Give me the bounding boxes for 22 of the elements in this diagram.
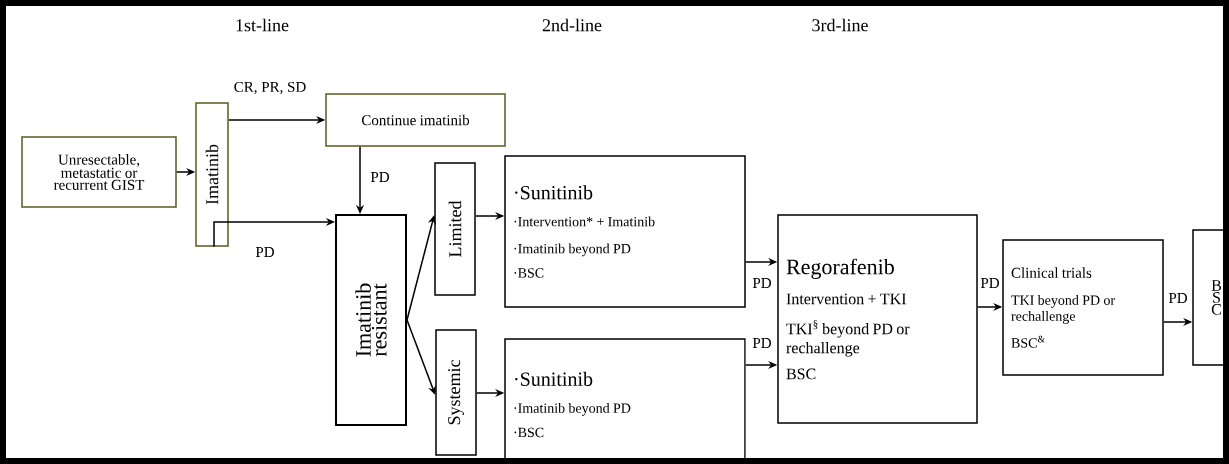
treatment-box: Clinical trials TKI beyond PD or rechallenge BSC$^{&}$ xyxy=(1002,239,1164,376)
category-box: Limited xyxy=(434,162,476,296)
column-heading: 2nd-line xyxy=(542,18,602,32)
status-box: Imatinib resistant xyxy=(335,214,407,426)
edge-label: PD xyxy=(751,277,773,289)
edge-label: PD xyxy=(254,246,276,258)
edge-label: PD xyxy=(751,337,773,349)
therapy-box: Imatinib xyxy=(195,102,229,247)
start-box: Unresectable, metastatic or recurrent GIST xyxy=(21,136,177,208)
treatment-box: Regorafenib Intervention + TKI TKI$^{§}$ beyond PD or rechallenge BSC xyxy=(777,214,978,424)
treatment-box: ·Sunitinib ·Intervention* + Imatinib ·Imatinib beyond PD ·BSC xyxy=(504,155,746,308)
edge-label: PD xyxy=(1167,292,1189,304)
edge-label: PD xyxy=(369,171,391,183)
category-box: Systemic xyxy=(435,329,477,456)
care-box: B S C xyxy=(1192,229,1229,366)
edge-label: CR, PR, SD xyxy=(232,80,308,96)
treatment-box: ·Sunitinib ·Imatinib beyond PD ·BSC xyxy=(504,338,746,464)
column-heading: 1st-line xyxy=(236,18,289,32)
process-box: Continue imatinib xyxy=(325,93,506,147)
column-heading: 3rd-line xyxy=(812,18,868,32)
edge-label: PD xyxy=(979,277,1001,289)
arrow xyxy=(406,319,436,395)
